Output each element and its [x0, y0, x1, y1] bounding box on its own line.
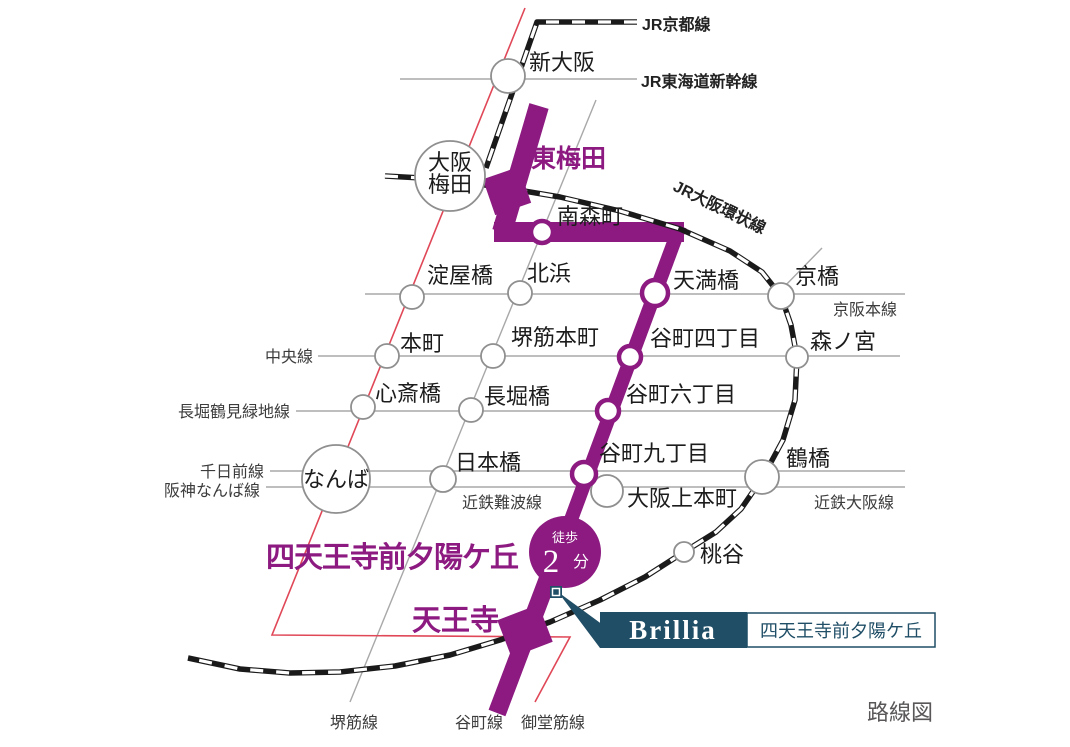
label-jr-shinkansen: JR東海道新幹線 [641, 72, 757, 91]
label-jr-kyoto: JR京都線 [642, 15, 710, 34]
label-temmabashi: 天満橋 [673, 268, 739, 293]
nipponbashi-station [429, 465, 457, 493]
label-yodoyabashi: 淀屋橋 [427, 263, 493, 288]
label-nagahoribashi: 長堀橋 [484, 384, 550, 409]
shinsaibashi-station [350, 394, 376, 420]
hommachi-station [374, 343, 400, 369]
jr-loop-line [187, 173, 800, 676]
label-morinomiya: 森ノ宮 [810, 329, 876, 354]
label-tanimachi: 谷町線 [455, 714, 503, 732]
osaka-umeda-station [414, 140, 486, 212]
stations-gray [301, 58, 809, 563]
label-osaka-uehommachi: 大阪上本町 [627, 486, 737, 511]
label-tennoji: 天王寺 [412, 604, 499, 637]
nagahoribashi-station [458, 397, 484, 423]
label-kitahama: 北浜 [527, 261, 571, 286]
label-namba: なんば [303, 467, 369, 492]
jr-loop-line-dashes [187, 174, 799, 675]
label-sakaisuji-hommachi: 堺筋本町 [511, 325, 599, 350]
label-sennichimae: 千日前線 [200, 463, 264, 481]
map-caption: 路線図 [867, 700, 933, 725]
label-tanimachi-6: 谷町六丁目 [626, 382, 736, 407]
namba-station [301, 444, 371, 514]
stations-purple [528, 218, 671, 489]
label-keihan: 京阪本線 [833, 301, 897, 319]
keihan-line-branch [780, 247, 823, 291]
jr-loop-line-base [187, 173, 800, 676]
line-labels: JR京都線 JR東海道新幹線 JR大阪環状線 京阪本線 中央線 長堀鶴見緑地線 … [164, 15, 897, 732]
midosuji-line [270, 7, 572, 703]
label-kintetsu-osaka: 近鉄大阪線 [814, 494, 894, 512]
osaka-uehommachi-station [590, 474, 624, 508]
label-osaka-umeda-2: 梅田 [428, 172, 472, 197]
label-osaka-umeda-1: 大阪 [428, 150, 472, 175]
tanimachi-9-station [569, 459, 599, 489]
label-nagahori-tsurumi: 長堀鶴見緑地線 [178, 403, 290, 421]
kyobashi-station [767, 282, 795, 310]
morinomiya-station [785, 345, 809, 369]
walk-badge-walk: 徒歩 [552, 530, 578, 545]
label-tsuruhashi: 鶴橋 [786, 446, 830, 471]
walk-badge-circle [529, 516, 601, 588]
walk-badge-minutes: 2 [543, 544, 560, 580]
higashi-umeda-station-marker [482, 166, 532, 216]
yodoyabashi-station [399, 284, 425, 310]
walk-badge-unit: 分 [573, 553, 589, 571]
brand-logo-box [600, 612, 747, 648]
shin-osaka-station [490, 58, 526, 94]
label-minamimorimachi: 南森町 [557, 204, 623, 229]
label-momodani: 桃谷 [700, 542, 744, 567]
brand-property-text: 四天王寺前夕陽ケ丘 [760, 621, 922, 641]
label-shin-osaka: 新大阪 [529, 50, 595, 75]
label-hanshin-namba: 阪神なんば線 [164, 482, 260, 500]
property-marker-inner [551, 587, 561, 597]
tanimachi-4-station [616, 343, 644, 371]
label-shinsaibashi: 心斎橋 [375, 381, 441, 406]
tennoji-station-marker [497, 604, 553, 658]
label-tanimachi-9: 谷町九丁目 [599, 441, 709, 466]
label-hommachi: 本町 [400, 331, 444, 356]
label-shitennoji-mae-yuhigaoka: 四天王寺前夕陽ケ丘 [266, 540, 519, 574]
temmabashi-station [639, 277, 671, 309]
kitahama-station [507, 280, 533, 306]
sakaisuji-hommachi-station [480, 343, 506, 369]
tsuruhashi-station [744, 459, 780, 495]
label-kyobashi: 京橋 [795, 264, 839, 289]
tanimachi-segment-top [492, 103, 549, 235]
minamimorimachi-station [528, 218, 556, 246]
label-chuo: 中央線 [265, 348, 313, 366]
tanimachi-6-station [594, 397, 622, 425]
label-tanimachi-4: 谷町四丁目 [650, 326, 760, 351]
label-nipponbashi: 日本橋 [455, 450, 521, 475]
property-callout: Brillia 四天王寺前夕陽ケ丘 [550, 586, 936, 648]
brand-property-box [746, 612, 936, 648]
station-labels: 新大阪 大阪 梅田 東梅田 南森町 淀屋橋 北浜 天満橋 京橋 本町 堺筋本町 … [266, 50, 876, 637]
jr-kyoto-line [483, 19, 637, 169]
jr-kyoto-line-dashes [484, 20, 637, 169]
label-higashi-umeda: 東梅田 [531, 144, 606, 173]
momodani-station [673, 541, 695, 563]
label-sakaisuji: 堺筋線 [330, 714, 378, 732]
walk-badge: 徒歩 2 分 [529, 516, 601, 588]
label-midosuji: 御堂筋線 [521, 714, 585, 732]
brand-logo-text: Brillia [629, 615, 717, 645]
label-kintetsu-namba: 近鉄難波線 [462, 494, 542, 512]
